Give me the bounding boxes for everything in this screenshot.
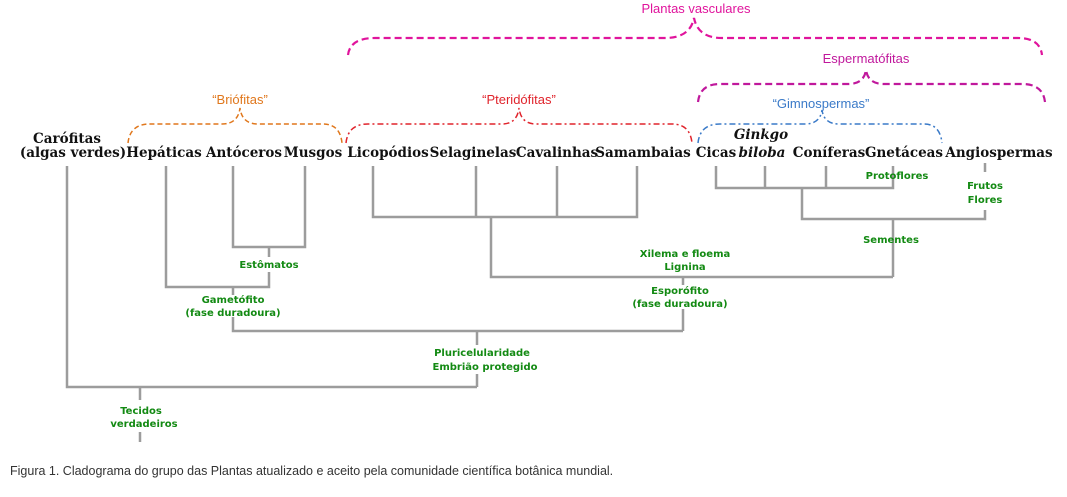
branch-gimnospermas	[714, 166, 895, 190]
taxon-licopodios: Licopódios	[347, 145, 429, 161]
espermatofitas-bracket	[696, 69, 1047, 103]
trait-pluricelularidade: Pluricelularidade	[434, 348, 530, 359]
plantas-vasculares-bracket	[346, 17, 1044, 56]
trait-esporofito-fase: (fase duradoura)	[632, 299, 727, 310]
taxon-angiospermas: Angiospermas	[944, 145, 1053, 161]
trait-gametofito: Gametófito	[202, 294, 265, 306]
trait-flores: Flores	[968, 195, 1003, 206]
taxon-hepaticas: Hepáticas	[126, 145, 202, 161]
trait-lignina: Lignina	[664, 262, 705, 273]
taxon-selaginelas: Selaginelas	[430, 145, 517, 161]
taxon-gnetaceas: Gnetáceas	[865, 145, 943, 161]
taxon-musgos: Musgos	[284, 145, 343, 161]
branch-vasculares	[489, 217, 893, 279]
branch-embrofitas	[231, 287, 683, 333]
plantas-vasculares-label: Plantas vasculares	[641, 1, 751, 16]
taxon-samambaias: Samambaias	[595, 145, 691, 161]
taxon-cicas: Cicas	[696, 145, 737, 161]
taxon-antoceros: Antóceros	[205, 145, 282, 161]
taxon-coniferas: Coníferas	[793, 145, 866, 161]
branch-carofitas	[65, 166, 477, 389]
trait-tecidos-verdadeiros: verdadeiros	[110, 419, 177, 430]
trait-sementes: Sementes	[863, 235, 919, 246]
branch-antoceros-musgos	[231, 166, 307, 249]
taxon-ginkgo-biloba: biloba	[739, 145, 786, 161]
trait-xilema-floema: Xilema e floema	[640, 249, 731, 260]
trait-estomatos: Estômatos	[239, 259, 298, 271]
taxon-carofitas-subtitle: (algas verdes)	[20, 145, 126, 161]
trait-gametofito-fase: (fase duradoura)	[185, 308, 280, 319]
pteridofitas-bracket	[345, 107, 693, 144]
espermatofitas-label: Espermatófitas	[823, 51, 910, 66]
trait-protoflores: Protoflores	[866, 171, 929, 182]
taxon-ginkgo: Ginkgo	[734, 127, 788, 143]
pteridofitas-label: “Pteridófitas”	[482, 92, 556, 107]
trait-tecidos: Tecidos	[120, 406, 162, 417]
gimnospermas-label: “Gimnospermas”	[773, 96, 870, 111]
briofitas-label: “Briófitas”	[212, 92, 268, 107]
gimnospermas-bracket	[697, 109, 943, 144]
branch-pteridofitas	[371, 166, 639, 219]
taxon-cavalinhas: Cavalinhas	[516, 145, 599, 161]
trait-embriao-protegido: Embrião protegido	[432, 362, 537, 373]
briofitas-bracket	[127, 107, 343, 144]
trait-esporofito: Esporófito	[651, 285, 709, 297]
figure-caption: Figura 1. Cladograma do grupo das Planta…	[10, 464, 614, 478]
taxon-carofitas: Carófitas	[33, 131, 101, 147]
branch-briofitas	[164, 166, 271, 289]
trait-frutos: Frutos	[967, 181, 1003, 192]
